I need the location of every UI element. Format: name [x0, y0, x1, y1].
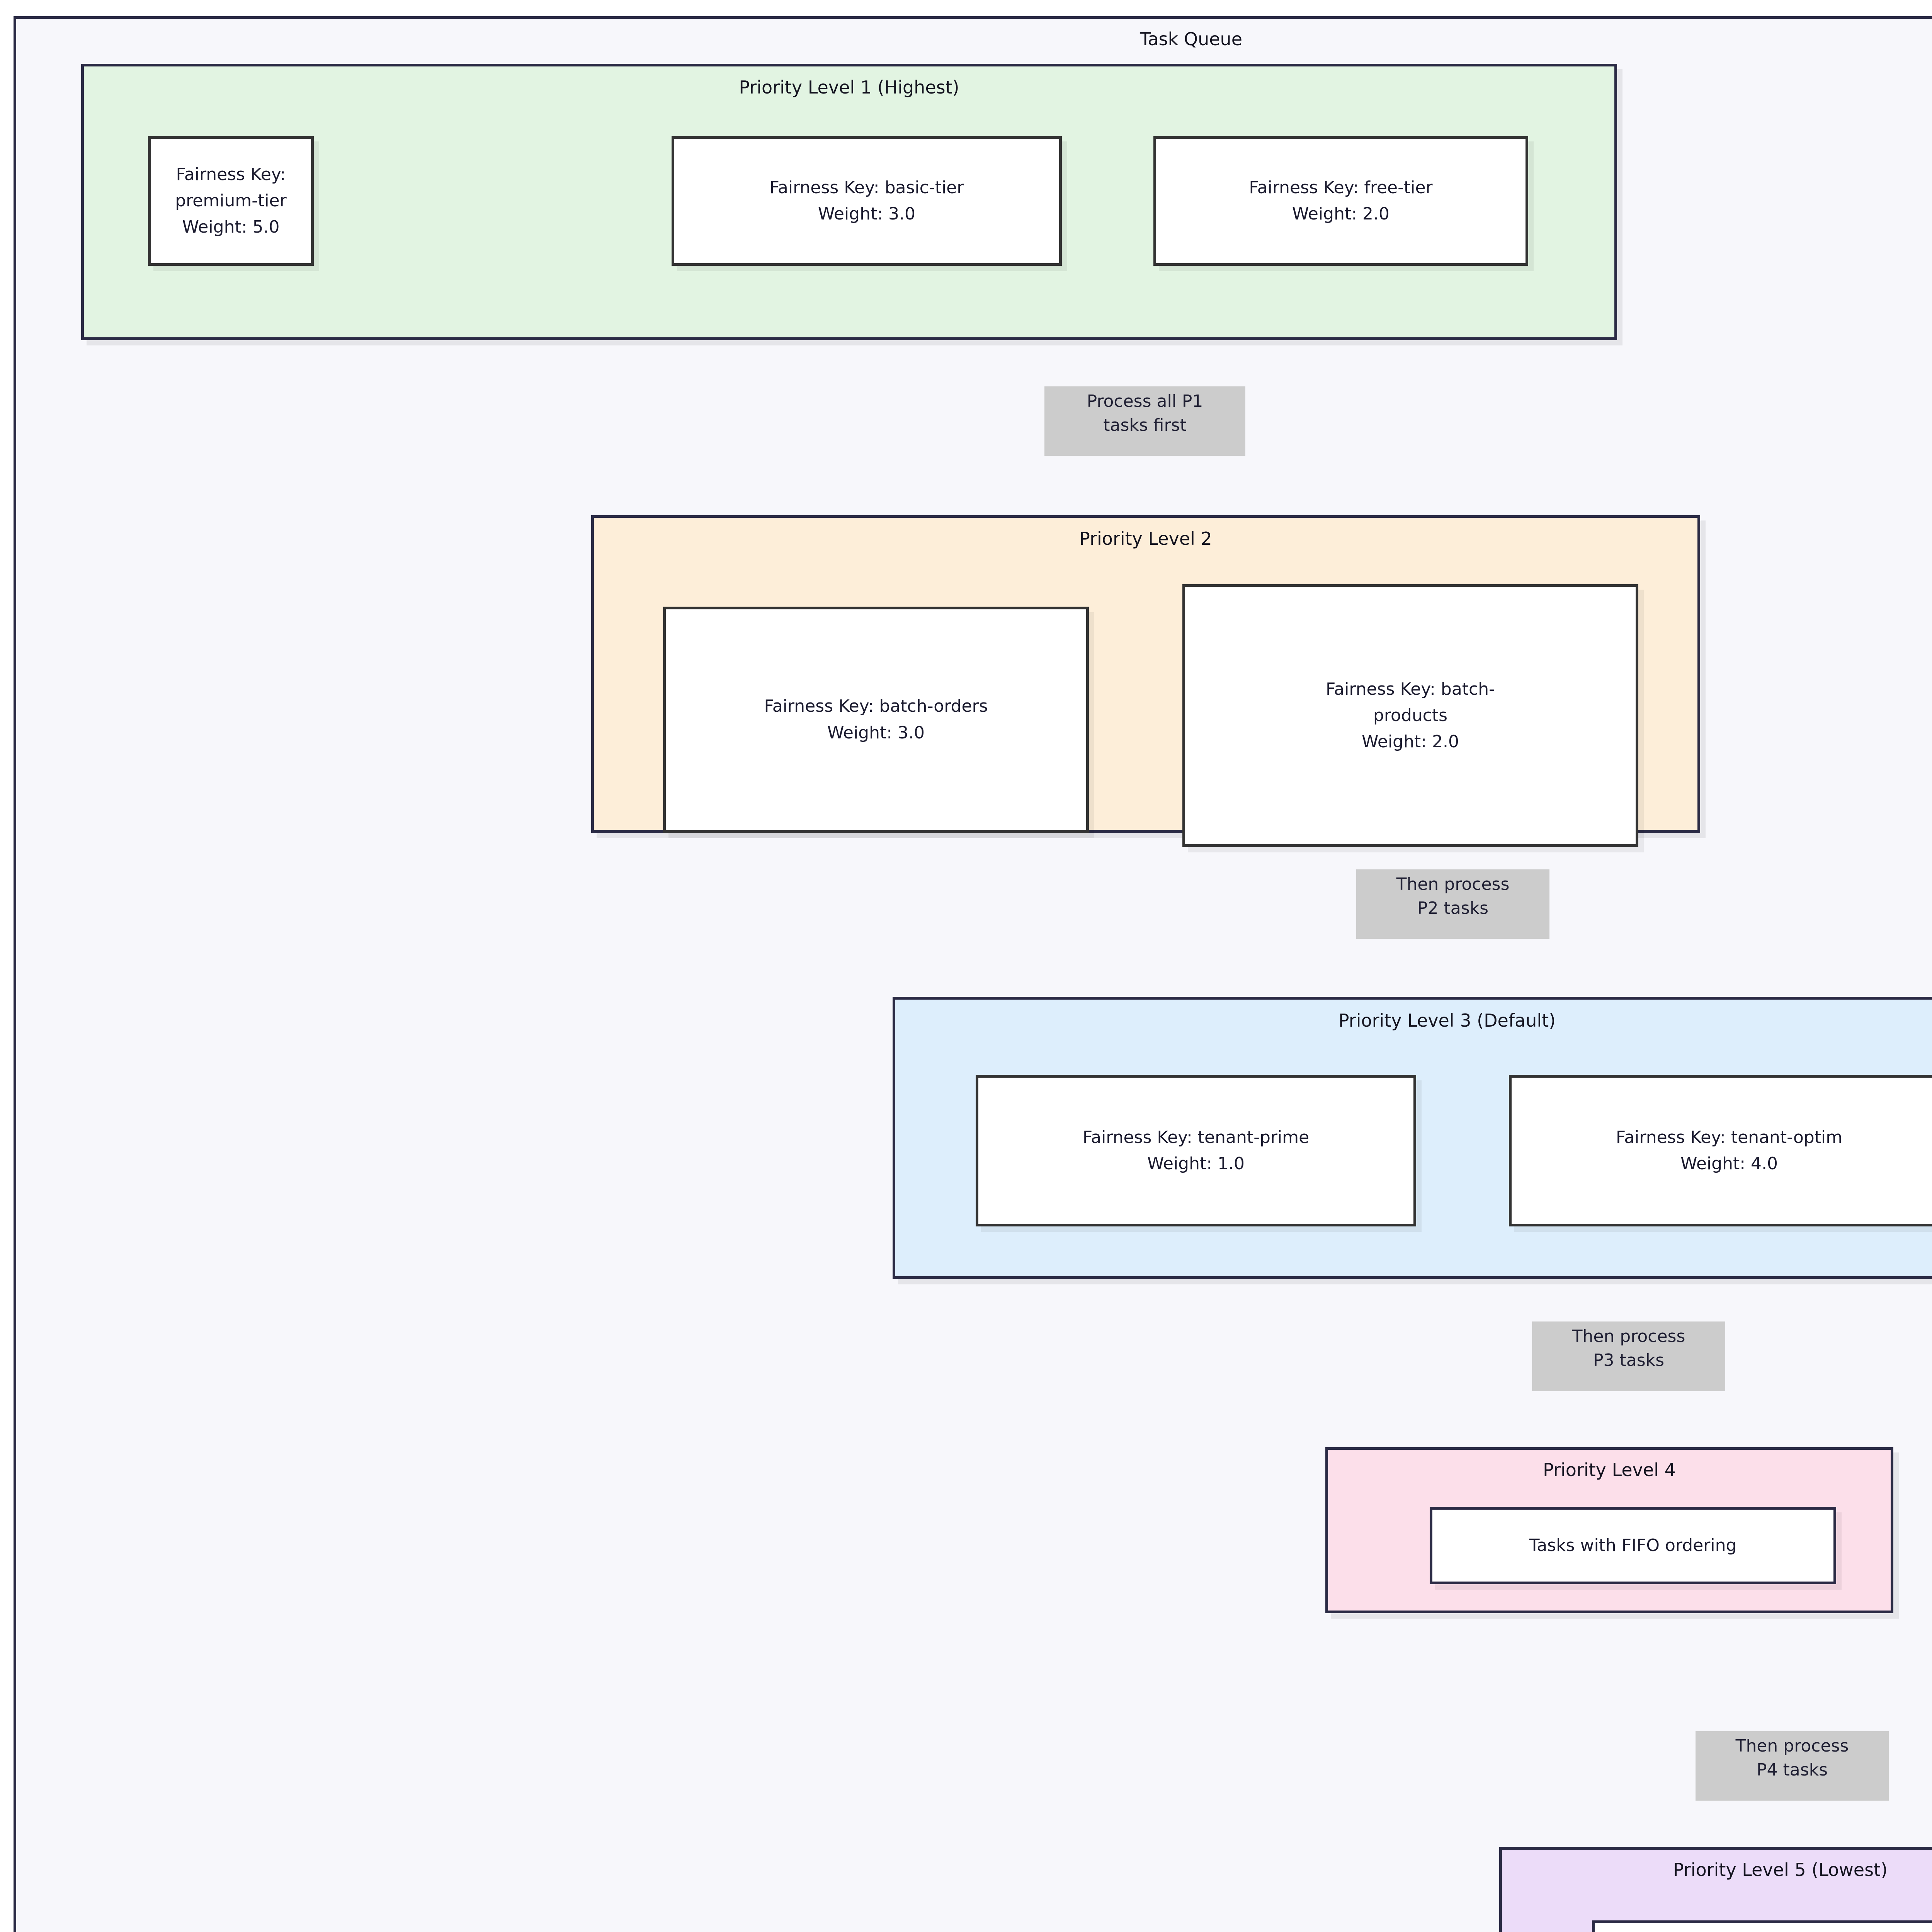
weight-label: Weight: 1.0 [1147, 1154, 1245, 1173]
fairness-key-label: Fairness Key: tenant-optim [1616, 1127, 1843, 1147]
cluster-title-priority-level-2: Priority Level 2 [1079, 528, 1212, 549]
fairness-key-label: Fairness Key: free-tier [1249, 177, 1433, 197]
fairness-key-label: Fairness Key: premium-tier [175, 164, 287, 211]
edge-label-p1-p2: Process all P1 tasks first [1044, 386, 1245, 456]
edge-label-p3-p4: Then process P3 tasks [1532, 1321, 1725, 1391]
fifo-label: Tasks with FIFO ordering [1529, 1535, 1737, 1555]
fairness-key-label: Fairness Key: batch-orders [764, 696, 988, 716]
fairness-key-label-cont: products [1373, 705, 1448, 725]
weight-label: Weight: 3.0 [818, 204, 916, 224]
leaf-fairness-key-tenant-prime[interactable]: Fairness Key: tenant-prime Weight: 1.0 [976, 1075, 1416, 1226]
edge-label-p2-p3: Then process P2 tasks [1356, 869, 1549, 939]
cluster-title-priority-level-1: Priority Level 1 (Highest) [739, 77, 959, 98]
leaf-tasks-fifo-p4[interactable]: Tasks with FIFO ordering [1430, 1507, 1836, 1584]
weight-label: Weight: 2.0 [1361, 732, 1459, 752]
leaf-fairness-key-free-tier[interactable]: Fairness Key: free-tier Weight: 2.0 [1153, 136, 1528, 266]
weight-label: Weight: 5.0 [182, 217, 280, 237]
leaf-fairness-key-batch-products[interactable]: Fairness Key: batch- products Weight: 2.… [1182, 584, 1638, 847]
fairness-key-label: Fairness Key: batch- [1325, 679, 1495, 699]
leaf-fairness-key-basic-tier[interactable]: Fairness Key: basic-tier Weight: 3.0 [672, 136, 1062, 266]
cluster-priority-level-5: Priority Level 5 (Lowest) [1499, 1847, 1932, 1932]
weight-label: Weight: 4.0 [1680, 1154, 1778, 1173]
fairness-key-label: Fairness Key: tenant-prime [1082, 1127, 1310, 1147]
leaf-tasks-fifo-p5[interactable]: Tasks with FIFO ordering [1592, 1920, 1932, 1932]
edge-label-p4-p5: Then process P4 tasks [1696, 1731, 1889, 1801]
weight-label: Weight: 2.0 [1292, 204, 1390, 224]
leaf-fairness-key-premium-tier[interactable]: Fairness Key: premium-tier Weight: 5.0 [148, 136, 314, 266]
leaf-fairness-key-batch-orders[interactable]: Fairness Key: batch-orders Weight: 3.0 [663, 607, 1089, 833]
leaf-fairness-key-tenant-optim[interactable]: Fairness Key: tenant-optim Weight: 4.0 [1509, 1075, 1932, 1226]
cluster-title-task-queue: Task Queue [1139, 29, 1243, 49]
weight-label: Weight: 3.0 [827, 723, 925, 743]
fairness-key-label: Fairness Key: basic-tier [769, 177, 964, 197]
cluster-title-priority-level-4: Priority Level 4 [1543, 1459, 1676, 1480]
cluster-title-priority-level-3: Priority Level 3 (Default) [1338, 1010, 1556, 1031]
cluster-title-priority-level-5: Priority Level 5 (Lowest) [1673, 1859, 1888, 1880]
